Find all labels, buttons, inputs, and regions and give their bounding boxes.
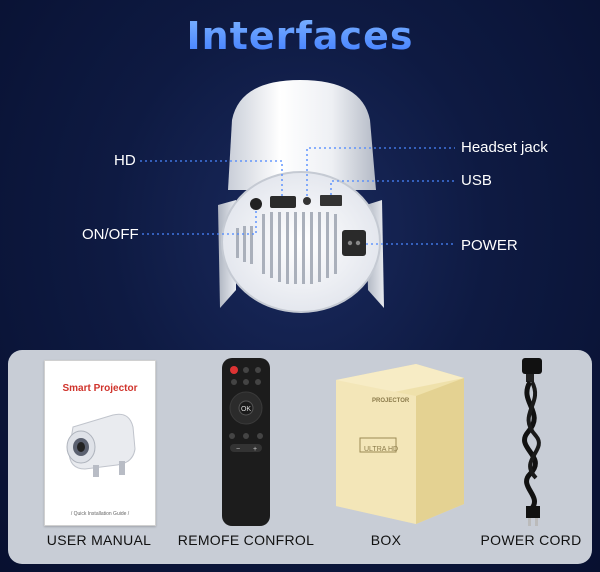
page-title: Interfaces bbox=[0, 14, 600, 58]
headset-jack-label: Headset jack bbox=[461, 139, 548, 156]
hdmi-port bbox=[270, 196, 296, 208]
usb-leader bbox=[330, 180, 455, 195]
power-button bbox=[250, 198, 262, 210]
on-off-label: ON/OFF bbox=[82, 226, 139, 243]
vent-grille bbox=[236, 212, 337, 284]
power-label: POWER bbox=[461, 237, 518, 254]
headset-jack-port bbox=[303, 197, 311, 205]
box-brand: PROJECTOR bbox=[372, 398, 410, 404]
power-socket bbox=[342, 230, 366, 256]
manual-projector-icon bbox=[66, 413, 136, 477]
remote-control-image: OK − + bbox=[222, 358, 270, 526]
manual-footer: / Quick Installation Guide / bbox=[70, 511, 130, 517]
remote-control-label: REMOFE CONFROL bbox=[177, 532, 315, 548]
box-label: BOX bbox=[370, 532, 402, 548]
onoff-leader bbox=[142, 210, 257, 235]
remote-minus-label: − bbox=[236, 446, 240, 453]
projector-illustration bbox=[140, 80, 455, 313]
back-panel bbox=[221, 171, 381, 313]
power-cord-label: POWER CORD bbox=[480, 532, 582, 548]
usb-label: USB bbox=[461, 172, 492, 189]
hd-leader bbox=[140, 160, 283, 196]
box-badge: ULTRA HD bbox=[364, 446, 399, 453]
remote-ok-label: OK bbox=[241, 406, 251, 413]
power-cord-image bbox=[522, 358, 542, 526]
projector-body bbox=[228, 80, 376, 190]
user-manual-label: USER MANUAL bbox=[46, 532, 152, 548]
remote-plus-label: + bbox=[253, 446, 257, 453]
box-image bbox=[336, 364, 464, 524]
hd-label: HD bbox=[114, 152, 136, 169]
usb-port bbox=[320, 195, 342, 206]
manual-title: Smart Projector bbox=[62, 383, 138, 394]
headset-leader bbox=[306, 147, 455, 196]
user-manual-image: Smart Projector / Quick Installation Gui… bbox=[44, 360, 156, 526]
